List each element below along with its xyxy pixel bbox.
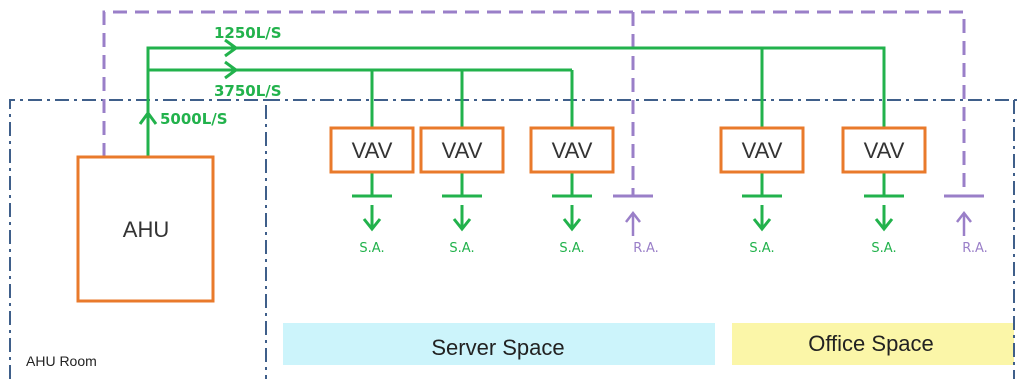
return-air-duct	[102, 10, 966, 196]
supply-air-label: S.A.	[449, 241, 474, 256]
flow-arrow	[138, 38, 239, 125]
vav-label: VAV	[442, 138, 483, 163]
ahu-label: AHU	[123, 217, 169, 242]
return-grille	[944, 194, 984, 236]
supply-diffusers	[352, 172, 904, 232]
vav-unit: VAV	[841, 126, 927, 174]
vav-label: VAV	[742, 138, 783, 163]
vav-label: VAV	[864, 138, 905, 163]
vav-label: VAV	[352, 138, 393, 163]
server-space-label: Server Space	[431, 335, 564, 360]
vav-unit: VAV	[329, 126, 415, 174]
return-air-label: R.A.	[633, 241, 659, 256]
return-air-label: R.A.	[962, 241, 988, 256]
office-space-label: Office Space	[808, 331, 934, 356]
vav-unit: VAV	[719, 126, 805, 174]
office-space-band	[732, 323, 1014, 365]
supply-air-duct	[146, 46, 886, 157]
supply-air-label: S.A.	[871, 241, 896, 256]
supply-air-label: S.A.	[359, 241, 384, 256]
flow-label-main: 5000L/S	[160, 110, 228, 128]
vav-label: VAV	[552, 138, 593, 163]
vav-unit: VAV	[419, 126, 505, 174]
flow-label-lower: 3750L/S	[214, 82, 282, 100]
building-zone-boundary	[266, 99, 1022, 379]
server-space-band	[283, 323, 715, 365]
ahu-room-boundary	[9, 99, 267, 379]
ahu-unit	[76, 155, 215, 303]
supply-air-label: S.A.	[559, 241, 584, 256]
vav-unit: VAV	[529, 126, 615, 174]
flow-label-upper: 1250L/S	[214, 24, 282, 42]
return-grille	[613, 194, 653, 236]
supply-air-label: S.A.	[749, 241, 774, 256]
ahu-room-label: AHU Room	[26, 353, 97, 369]
